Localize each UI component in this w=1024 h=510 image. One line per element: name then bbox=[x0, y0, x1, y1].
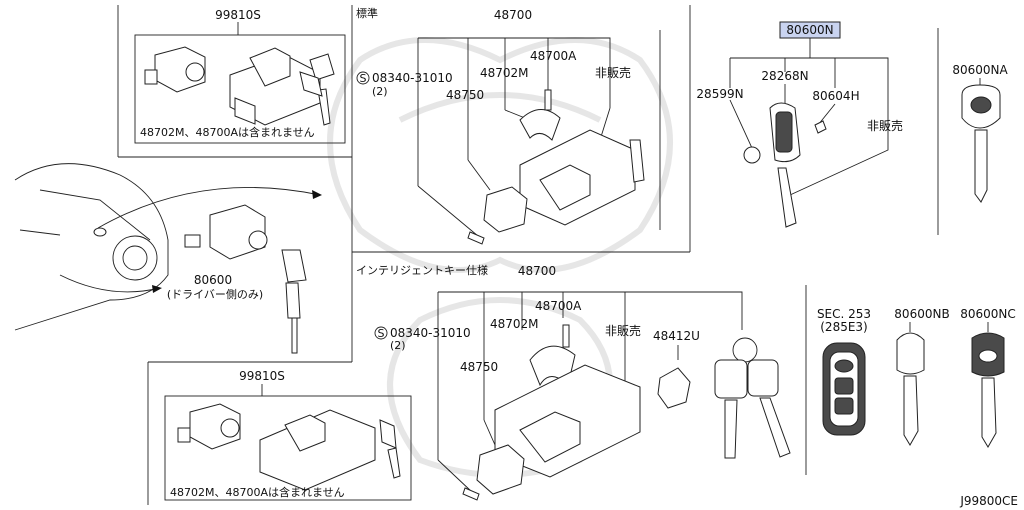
s-mark-bot: S bbox=[374, 326, 388, 340]
bottom-leader-lines bbox=[437, 291, 743, 493]
smart-key-fob bbox=[822, 342, 866, 436]
top-leader-lines bbox=[417, 30, 661, 237]
screw-top-qty: (2) bbox=[372, 85, 388, 98]
assy-bot-label: 48700 bbox=[518, 264, 556, 278]
standard-label: 標準 bbox=[356, 6, 378, 20]
keycase-label: 28268N bbox=[761, 69, 808, 83]
ns-top-label: 非販売 bbox=[595, 65, 631, 80]
kit-top-label: 99810S bbox=[215, 8, 261, 22]
a-bot-label: 48700A bbox=[535, 299, 582, 313]
diagram-id: J99800CE bbox=[959, 494, 1018, 508]
door-cyl-label: 80600 bbox=[194, 273, 232, 287]
intelligent-label: インテリジェントキー仕様 bbox=[356, 263, 488, 277]
key-na-label: 80600NA bbox=[952, 63, 1008, 77]
kit-bot-label: 99810S bbox=[239, 369, 285, 383]
battery-label: 28599N bbox=[696, 87, 743, 101]
a-top-label: 48700A bbox=[530, 49, 577, 63]
key-nc bbox=[971, 322, 1005, 448]
kit-top-box bbox=[134, 22, 346, 144]
emergency-keys-bottom bbox=[714, 337, 791, 459]
key-nc-label: 80600NC bbox=[960, 307, 1016, 321]
s-mark-top: S bbox=[356, 71, 370, 85]
kit-bot-note: 48702M、48700Aは含まれません bbox=[170, 485, 345, 499]
car-illustration bbox=[14, 163, 322, 331]
key-nb bbox=[896, 322, 925, 446]
sec-sub-label: (285E3) bbox=[820, 320, 867, 334]
assy-top-label: 48700 bbox=[494, 8, 532, 22]
key-main-label: 80600N bbox=[786, 23, 833, 37]
keyfob-main bbox=[743, 102, 827, 228]
kit-bot-box bbox=[164, 384, 412, 501]
door-cylinder bbox=[184, 204, 307, 354]
key-main-leaders bbox=[729, 38, 889, 196]
battery-coin bbox=[743, 146, 761, 164]
knob-label: 48412U bbox=[653, 329, 700, 343]
b-bot-label: 48750 bbox=[460, 360, 498, 374]
ignition-set-bottom bbox=[462, 324, 691, 501]
screw-bot-label: 08340-31010 bbox=[390, 326, 471, 340]
svg-text:S: S bbox=[378, 327, 385, 340]
svg-text:S: S bbox=[360, 72, 367, 85]
ns-key-label: 非販売 bbox=[867, 118, 903, 133]
sec-label: SEC. 253 bbox=[817, 307, 871, 321]
screw-bot-qty: (2) bbox=[390, 339, 406, 352]
b-top-label: 48750 bbox=[446, 88, 484, 102]
key-na bbox=[961, 84, 1001, 203]
kit-top-note: 48702M、48700Aは含まれません bbox=[140, 125, 315, 139]
m-bot-label: 48702M bbox=[490, 317, 539, 331]
screw-key-label: 80604H bbox=[812, 89, 859, 103]
ignition-set-top bbox=[467, 89, 645, 245]
m-top-label: 48702M bbox=[480, 66, 529, 80]
ns-bot-label: 非販売 bbox=[605, 323, 641, 338]
key-nb-label: 80600NB bbox=[894, 307, 949, 321]
frame-lines bbox=[117, 5, 939, 505]
door-cyl-note: (ドライバー側のみ) bbox=[167, 288, 263, 301]
screw-top-label: 08340-31010 bbox=[372, 71, 453, 85]
